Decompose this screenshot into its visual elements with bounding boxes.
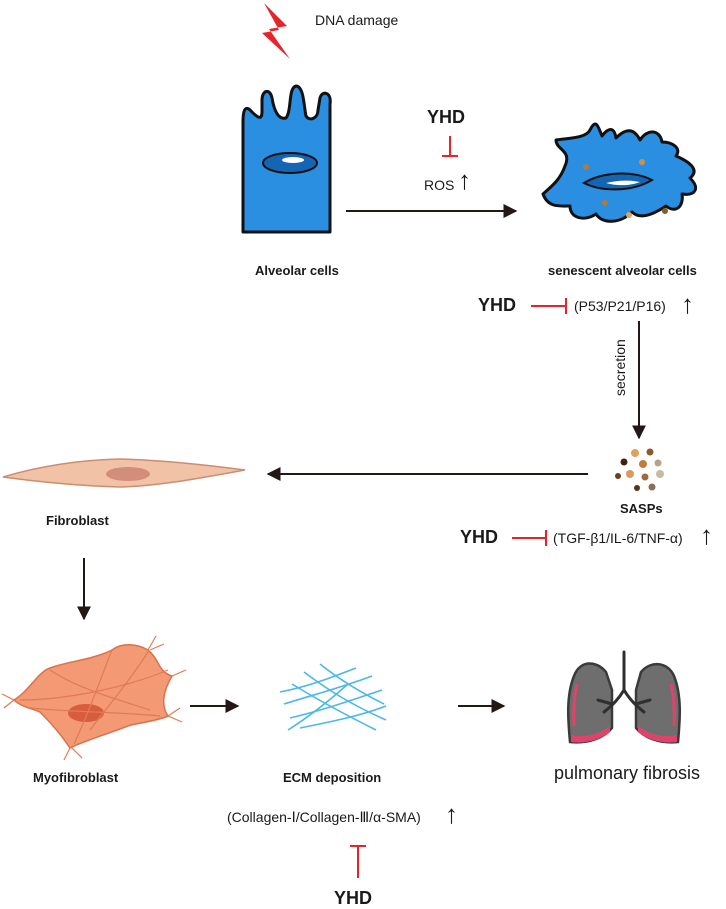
myofibroblast-icon xyxy=(1,635,187,761)
collagen-group-label: (Collagen-Ⅰ/Collagen-Ⅲ/α-SMA) xyxy=(227,809,421,825)
p53-up-arrow: ↑ xyxy=(681,289,694,319)
ecm-fibers-icon xyxy=(279,663,387,731)
myofibroblast-label: Myofibroblast xyxy=(33,770,119,785)
collagen-up-arrow: ↑ xyxy=(445,799,458,829)
p53-group-label: (P53/P21/P16) xyxy=(574,298,666,314)
alveolar-cell-icon xyxy=(241,84,332,234)
sasp-dots-icon xyxy=(615,448,664,491)
yhd-label-sasp: YHD xyxy=(460,527,499,547)
sasps-label: SASPs xyxy=(620,501,663,516)
yhd-label-collagen: YHD xyxy=(334,888,373,908)
secretion-label: secretion xyxy=(612,339,628,396)
alveolar-cells-label: Alveolar cells xyxy=(255,263,339,278)
ecm-deposition-label: ECM deposition xyxy=(283,770,382,785)
ros-up-arrow: ↑ xyxy=(458,165,471,195)
pulmonary-fibrosis-label: pulmonary fibrosis xyxy=(554,763,701,783)
yhd-label-ros: YHD xyxy=(427,107,466,127)
fibroblast-label: Fibroblast xyxy=(46,513,109,528)
sasp-group-label: (TGF-β1/IL-6/TNF-α) xyxy=(553,530,683,546)
fibroblast-icon xyxy=(2,458,246,488)
ros-label: ROS xyxy=(424,177,455,193)
senescent-cells-label: senescent alveolar cells xyxy=(548,263,697,278)
sasp-up-arrow: ↑ xyxy=(700,520,713,550)
lungs-icon xyxy=(566,650,682,744)
dna-damage-label: DNA damage xyxy=(315,12,399,28)
yhd-label-p53: YHD xyxy=(478,295,517,315)
lightning-icon xyxy=(262,3,290,59)
senescent-cell-icon xyxy=(541,122,698,223)
